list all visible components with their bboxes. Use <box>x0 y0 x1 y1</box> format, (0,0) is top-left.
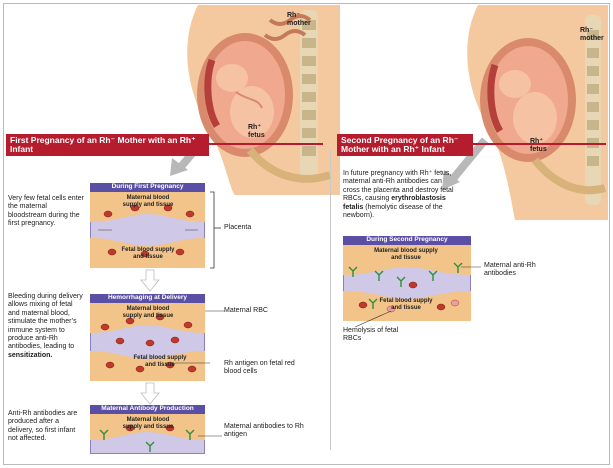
mother-label-right: Rh⁻ mother <box>580 27 608 44</box>
second-pregnancy-note: In future pregnancy with Rh⁺ fetus, mate… <box>343 170 455 220</box>
maternal-blood-text-right: Maternal blood supply and tissue <box>374 248 438 262</box>
panel-title-antibody-production: Maternal Antibody Production <box>90 405 205 414</box>
mother-label-left: Rh⁻ mother <box>287 12 315 29</box>
banner-line-left <box>209 143 323 145</box>
banner-line-right <box>473 143 606 145</box>
down-arrow-2 <box>140 383 160 405</box>
hemorrhage-note-text: Bleeding during delivery allows mixing o… <box>8 293 83 350</box>
panel-title-first-pregnancy: During First Pregnancy <box>90 183 205 192</box>
fetal-blood-text-2: Fetal blood supply and tissue <box>132 355 188 369</box>
fetus-label-right: Rh⁺ fetus <box>530 138 554 155</box>
maternal-blood-text-2: Maternal blood supply and tissue <box>118 306 178 320</box>
fetal-blood-text-right: Fetal blood supply and tissue <box>374 298 438 312</box>
panel-title-second-pregnancy: During Second Pregnancy <box>343 236 471 245</box>
placenta-label: Placenta <box>224 224 251 232</box>
maternal-blood-text-1: Maternal blood supply and tissue <box>118 195 178 209</box>
down-arrow-1 <box>140 270 160 292</box>
hemolysis-label: Hemolysis of fetal RBCs <box>343 327 403 344</box>
second-pregnancy-banner: Second Pregnancy of an Rh⁻ Mother with a… <box>337 134 473 156</box>
hemorrhage-note: Bleeding during delivery allows mixing o… <box>8 293 84 360</box>
panel-title-hemorrhaging: Hemorrhaging at Delivery <box>90 294 205 303</box>
column-divider <box>330 150 331 450</box>
sensitization-term: sensitization. <box>8 352 52 359</box>
antibody-production-note: Anti-Rh antibodies are produced after a … <box>8 410 84 444</box>
maternal-antibodies-label: Maternal antibodies to Rh antigen <box>224 423 304 440</box>
maternal-anti-rh-label: Maternal anti-Rh antibodies <box>484 262 556 279</box>
first-pregnancy-note: Very few fetal cells enter the maternal … <box>8 195 84 229</box>
rh-antigen-label: Rh antigen on fetal red blood cells <box>224 360 306 377</box>
placenta-bracket <box>208 190 222 270</box>
fetal-blood-text-1: Fetal blood supply and tissue <box>118 247 178 261</box>
maternal-blood-text-3: Maternal blood supply and tissue <box>118 417 178 431</box>
fetus-label-left: Rh⁺ fetus <box>248 124 272 141</box>
maternal-rbc-label: Maternal RBC <box>224 307 268 315</box>
first-pregnancy-banner: First Pregnancy of an Rh⁻ Mother with an… <box>6 134 209 156</box>
